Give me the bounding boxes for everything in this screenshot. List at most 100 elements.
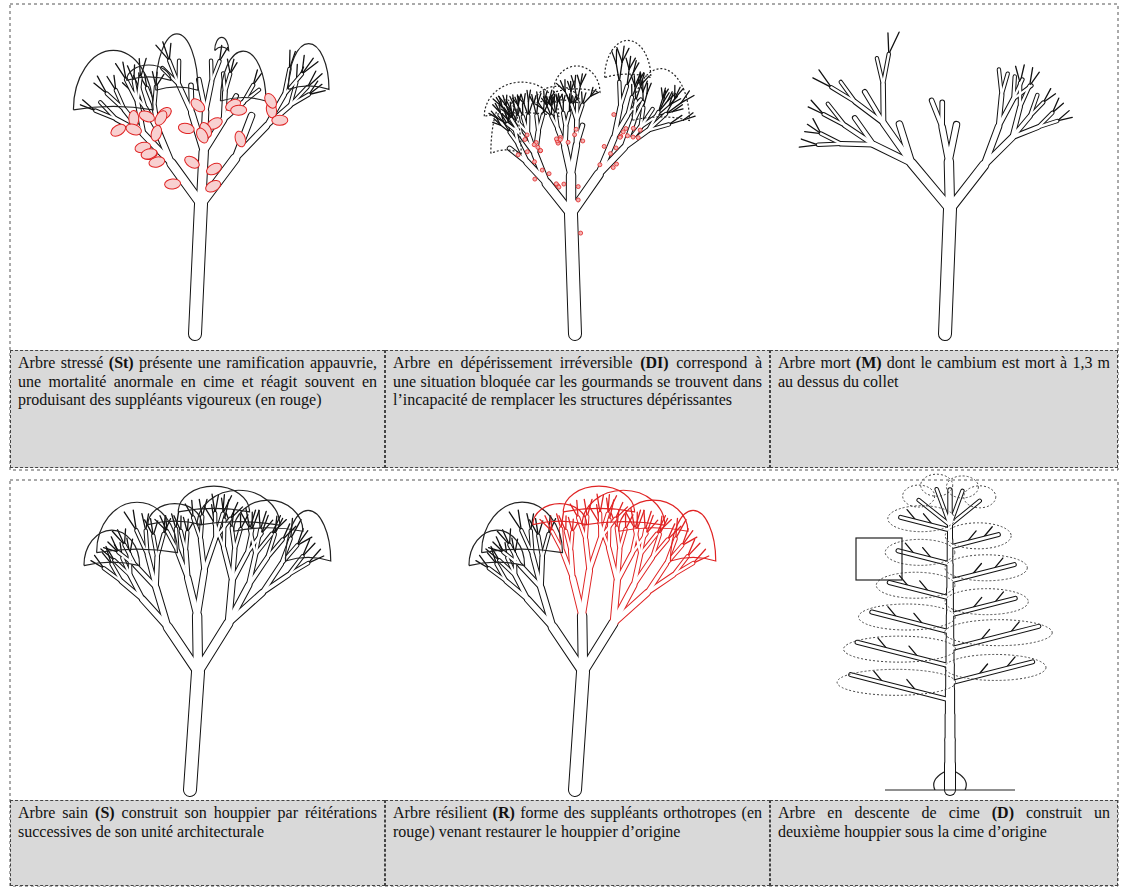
- branch-fill: [153, 536, 157, 558]
- crown-lobe: [844, 636, 956, 662]
- epicormic-shoot: [625, 134, 629, 138]
- crown-lobe: [97, 502, 178, 552]
- branch-outline: [1030, 72, 1040, 86]
- epicormic-shoot: [576, 198, 580, 202]
- crown-lobe: [215, 37, 229, 50]
- epicormic-shoot: [557, 185, 561, 189]
- branch-outline: [675, 88, 684, 98]
- epicormic-shoot: [574, 127, 578, 131]
- branch-outline: [114, 75, 116, 90]
- panel-frame: [10, 480, 1118, 886]
- branch-outline: [232, 511, 234, 528]
- branch-fill: [1030, 102, 1043, 116]
- branch-outline: [619, 62, 622, 82]
- branch-fill: [872, 612, 950, 632]
- branch-outline: [275, 518, 283, 534]
- branch-fill: [531, 531, 533, 555]
- sucker-shoot: [272, 115, 288, 125]
- branch-outline: [521, 530, 532, 555]
- branch-outline: [186, 532, 188, 551]
- branch-outline: [515, 97, 518, 105]
- caption-box: Arbre en dépérissement irréversible (DI)…: [385, 350, 770, 468]
- branch-fill: [124, 545, 135, 566]
- branch-fill: [586, 539, 590, 571]
- branch-fill: [139, 88, 145, 108]
- epicormic-shoot: [576, 185, 580, 189]
- branch-fill: [883, 54, 889, 84]
- epicormic-shoot: [614, 146, 618, 150]
- branch-outline: [309, 91, 325, 95]
- caption-text: Arbre mort (M) dont le cambium est mort …: [778, 354, 1110, 391]
- branch-outline: [151, 519, 154, 536]
- branch-outline: [582, 96, 590, 105]
- branch-outline: [851, 675, 950, 700]
- branch-fill: [243, 90, 259, 102]
- branch-outline: [811, 100, 823, 114]
- branch-outline: [566, 113, 570, 127]
- branch-fill: [821, 134, 841, 144]
- branch-outline: [577, 75, 580, 86]
- epicormic-shoot: [631, 126, 635, 130]
- branch-outline: [250, 510, 256, 529]
- branch-fill: [249, 558, 267, 585]
- branch-outline: [631, 75, 635, 86]
- branch-outline: [682, 531, 693, 546]
- branch-fill: [201, 158, 235, 204]
- branch-outline: [308, 71, 316, 87]
- branch-outline: [123, 62, 126, 79]
- crown-lobe: [945, 654, 1046, 680]
- branch-fill: [177, 61, 180, 85]
- branch-outline: [818, 144, 841, 145]
- crown-lobe: [469, 530, 525, 566]
- branch-outline: [950, 662, 1033, 683]
- branch-outline: [949, 162, 950, 209]
- branch-fill: [634, 558, 652, 585]
- branch-fill: [889, 582, 950, 598]
- branch-fill: [541, 587, 553, 627]
- crown-lobe: [619, 500, 688, 531]
- branch-fill: [198, 623, 228, 672]
- branch-fill: [541, 557, 542, 587]
- branch-outline: [505, 95, 507, 105]
- branch-outline: [658, 101, 667, 112]
- crown-lobe: [148, 504, 202, 525]
- epicormic-shoot: [539, 149, 543, 153]
- epicormic-shoot: [631, 135, 635, 139]
- resilient-tree: [469, 486, 716, 790]
- epicormic-shoot: [579, 231, 583, 235]
- crown-lobe: [670, 510, 715, 561]
- caption-text: Arbre en dépérissement irréversible (DI)…: [393, 354, 762, 410]
- branch-outline: [950, 165, 984, 209]
- branch-outline: [571, 145, 576, 175]
- branch-outline: [514, 105, 518, 117]
- branch-fill: [950, 662, 1033, 683]
- sucker-shoot: [205, 161, 224, 177]
- epicormic-shoot: [636, 136, 640, 140]
- branch-fill: [290, 94, 309, 105]
- branch-fill: [620, 529, 626, 550]
- branch-outline: [215, 495, 218, 513]
- branch-outline: [889, 582, 950, 598]
- branch-outline: [808, 107, 823, 114]
- caption-box: Arbre stressé (St) présente une ramifica…: [10, 350, 385, 468]
- crown-descent-tree: [837, 474, 1052, 790]
- epicormic-shoot: [573, 133, 577, 137]
- epicormic-shoot: [566, 140, 570, 144]
- branch-outline: [522, 104, 524, 117]
- branch-outline: [616, 64, 619, 82]
- branch-fill: [949, 125, 957, 162]
- branch-outline: [563, 95, 565, 102]
- dead-tree: [799, 32, 1072, 334]
- epicormic-shoot: [558, 138, 562, 142]
- sucker-shoot: [125, 122, 143, 137]
- caption-text: Arbre stressé (St) présente une ramifica…: [18, 354, 377, 410]
- branch-outline: [303, 543, 315, 556]
- branch-outline: [94, 83, 107, 93]
- branch-outline: [83, 100, 96, 111]
- branch-outline: [97, 76, 106, 93]
- branch-fill: [950, 501, 980, 525]
- branch-outline: [513, 98, 518, 105]
- branch-outline: [568, 517, 572, 532]
- branch-fill: [186, 551, 188, 578]
